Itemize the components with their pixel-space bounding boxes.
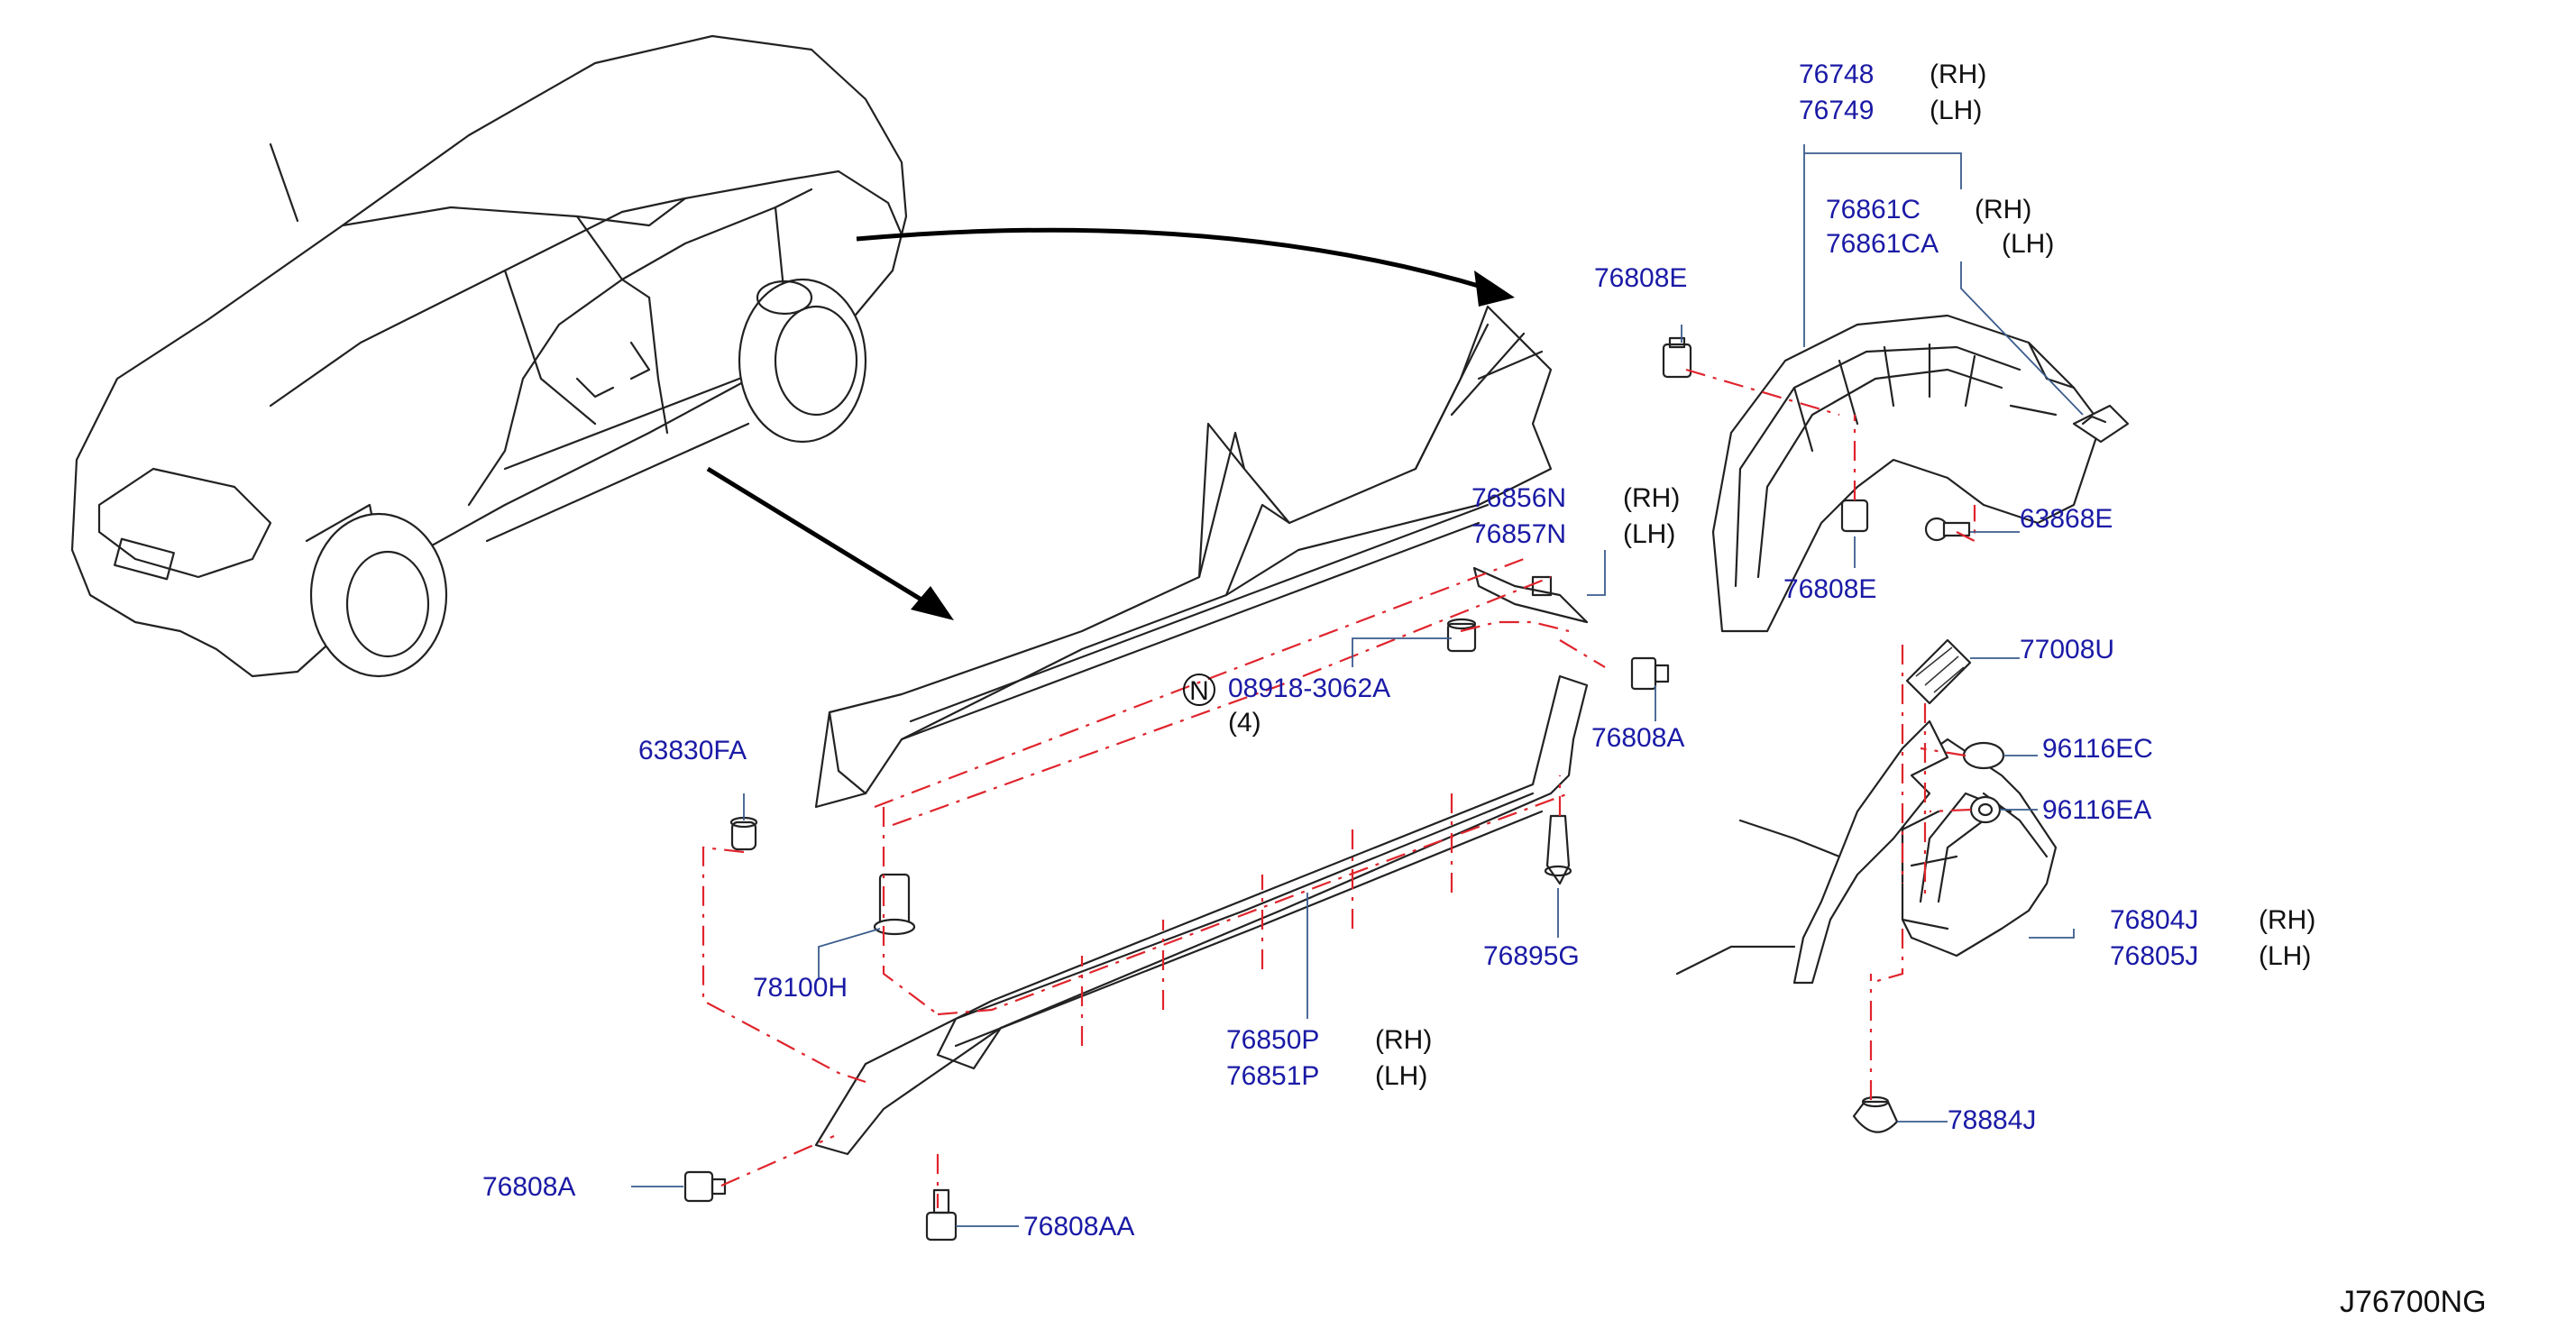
note-letter: N	[1189, 676, 1209, 706]
bolt-icon-76808AA	[925, 1188, 958, 1242]
side-rh-76850P: (RH)	[1375, 1025, 1432, 1055]
bolt-icon-76808A-right	[1630, 656, 1670, 691]
side-lh-76805J: (LH)	[2259, 941, 2311, 971]
part-number-76749: 76749	[1799, 96, 1874, 125]
part-number-76851P: 76851P	[1226, 1061, 1319, 1091]
side-lh-76851P: (LH)	[1375, 1061, 1427, 1091]
part-number-76857N: 76857N	[1471, 519, 1566, 549]
clip-icon-76808E-mid	[1840, 499, 1869, 533]
note-symbol: N	[1183, 674, 1215, 706]
grommet-icon-96116EA	[1969, 795, 2002, 824]
front-fender-panel	[1675, 719, 1949, 985]
car-illustration	[70, 34, 908, 678]
side-lh-76749: (LH)	[1930, 96, 1982, 125]
quantity-08918: (4)	[1228, 708, 1261, 738]
part-number-76861C: 76861C	[1826, 195, 1921, 225]
side-rh-76856N: (RH)	[1623, 483, 1680, 513]
part-number-76808A-right: 76808A	[1591, 723, 1684, 753]
part-number-78100H: 78100H	[753, 973, 848, 1003]
bolt-icon-76808A-left	[683, 1170, 727, 1203]
part-number-63868E: 63868E	[2020, 504, 2113, 534]
side-lh-76857N: (LH)	[1623, 519, 1675, 549]
part-number-96116EA: 96116EA	[2042, 795, 2151, 825]
part-number-76805J: 76805J	[2110, 941, 2198, 971]
side-rh-76804J: (RH)	[2259, 905, 2315, 935]
bracket-icon-76861C	[2072, 404, 2130, 444]
part-number-76808E-mid: 76808E	[1783, 574, 1876, 604]
side-lh-76861CA: (LH)	[2002, 229, 2054, 259]
diagram-code: J76700NG	[2340, 1285, 2487, 1319]
clip-icon-78884J	[1852, 1095, 1899, 1133]
part-number-77008U: 77008U	[2020, 635, 2114, 664]
part-number-76808A-left: 76808A	[482, 1172, 575, 1202]
part-number-76895G: 76895G	[1483, 941, 1580, 971]
clip-icon-63830FA	[729, 816, 758, 851]
part-number-76850P: 76850P	[1226, 1025, 1319, 1055]
part-number-08918-3062A: 08918-3062A	[1228, 674, 1390, 703]
part-number-78884J: 78884J	[1948, 1105, 2036, 1135]
side-rh-76861C: (RH)	[1975, 195, 2031, 225]
dashed-guides	[701, 368, 1976, 1208]
direction-arrows	[706, 227, 1515, 620]
clip-icon-76808E-top	[1662, 336, 1692, 379]
side-sill-cover	[814, 674, 1589, 1156]
part-number-76861CA: 76861CA	[1826, 229, 1939, 259]
bolt-icon-63868E	[1924, 517, 1971, 542]
leader-lines	[631, 144, 2084, 1227]
bracket-icon-76856N	[1472, 566, 1589, 624]
part-number-76804J: 76804J	[2110, 905, 2198, 935]
clip-icon-76895G	[1544, 814, 1572, 885]
nut-icon-08918	[1446, 618, 1477, 653]
body-sill-outline	[814, 305, 1553, 809]
fender-protector	[1711, 314, 2103, 633]
nut-icon-78100H	[873, 873, 916, 936]
part-number-76748: 76748	[1799, 60, 1874, 89]
side-rh-76748: (RH)	[1930, 60, 1986, 89]
part-number-63830FA: 63830FA	[638, 736, 747, 765]
grommet-icon-96116EC	[1962, 741, 2005, 770]
vent-icon-77008U	[1905, 638, 1972, 705]
part-number-96116EC: 96116EC	[2042, 734, 2153, 764]
part-number-76808AA: 76808AA	[1023, 1212, 1134, 1242]
part-number-76808E-top: 76808E	[1594, 263, 1687, 293]
part-number-76856N: 76856N	[1471, 483, 1566, 513]
